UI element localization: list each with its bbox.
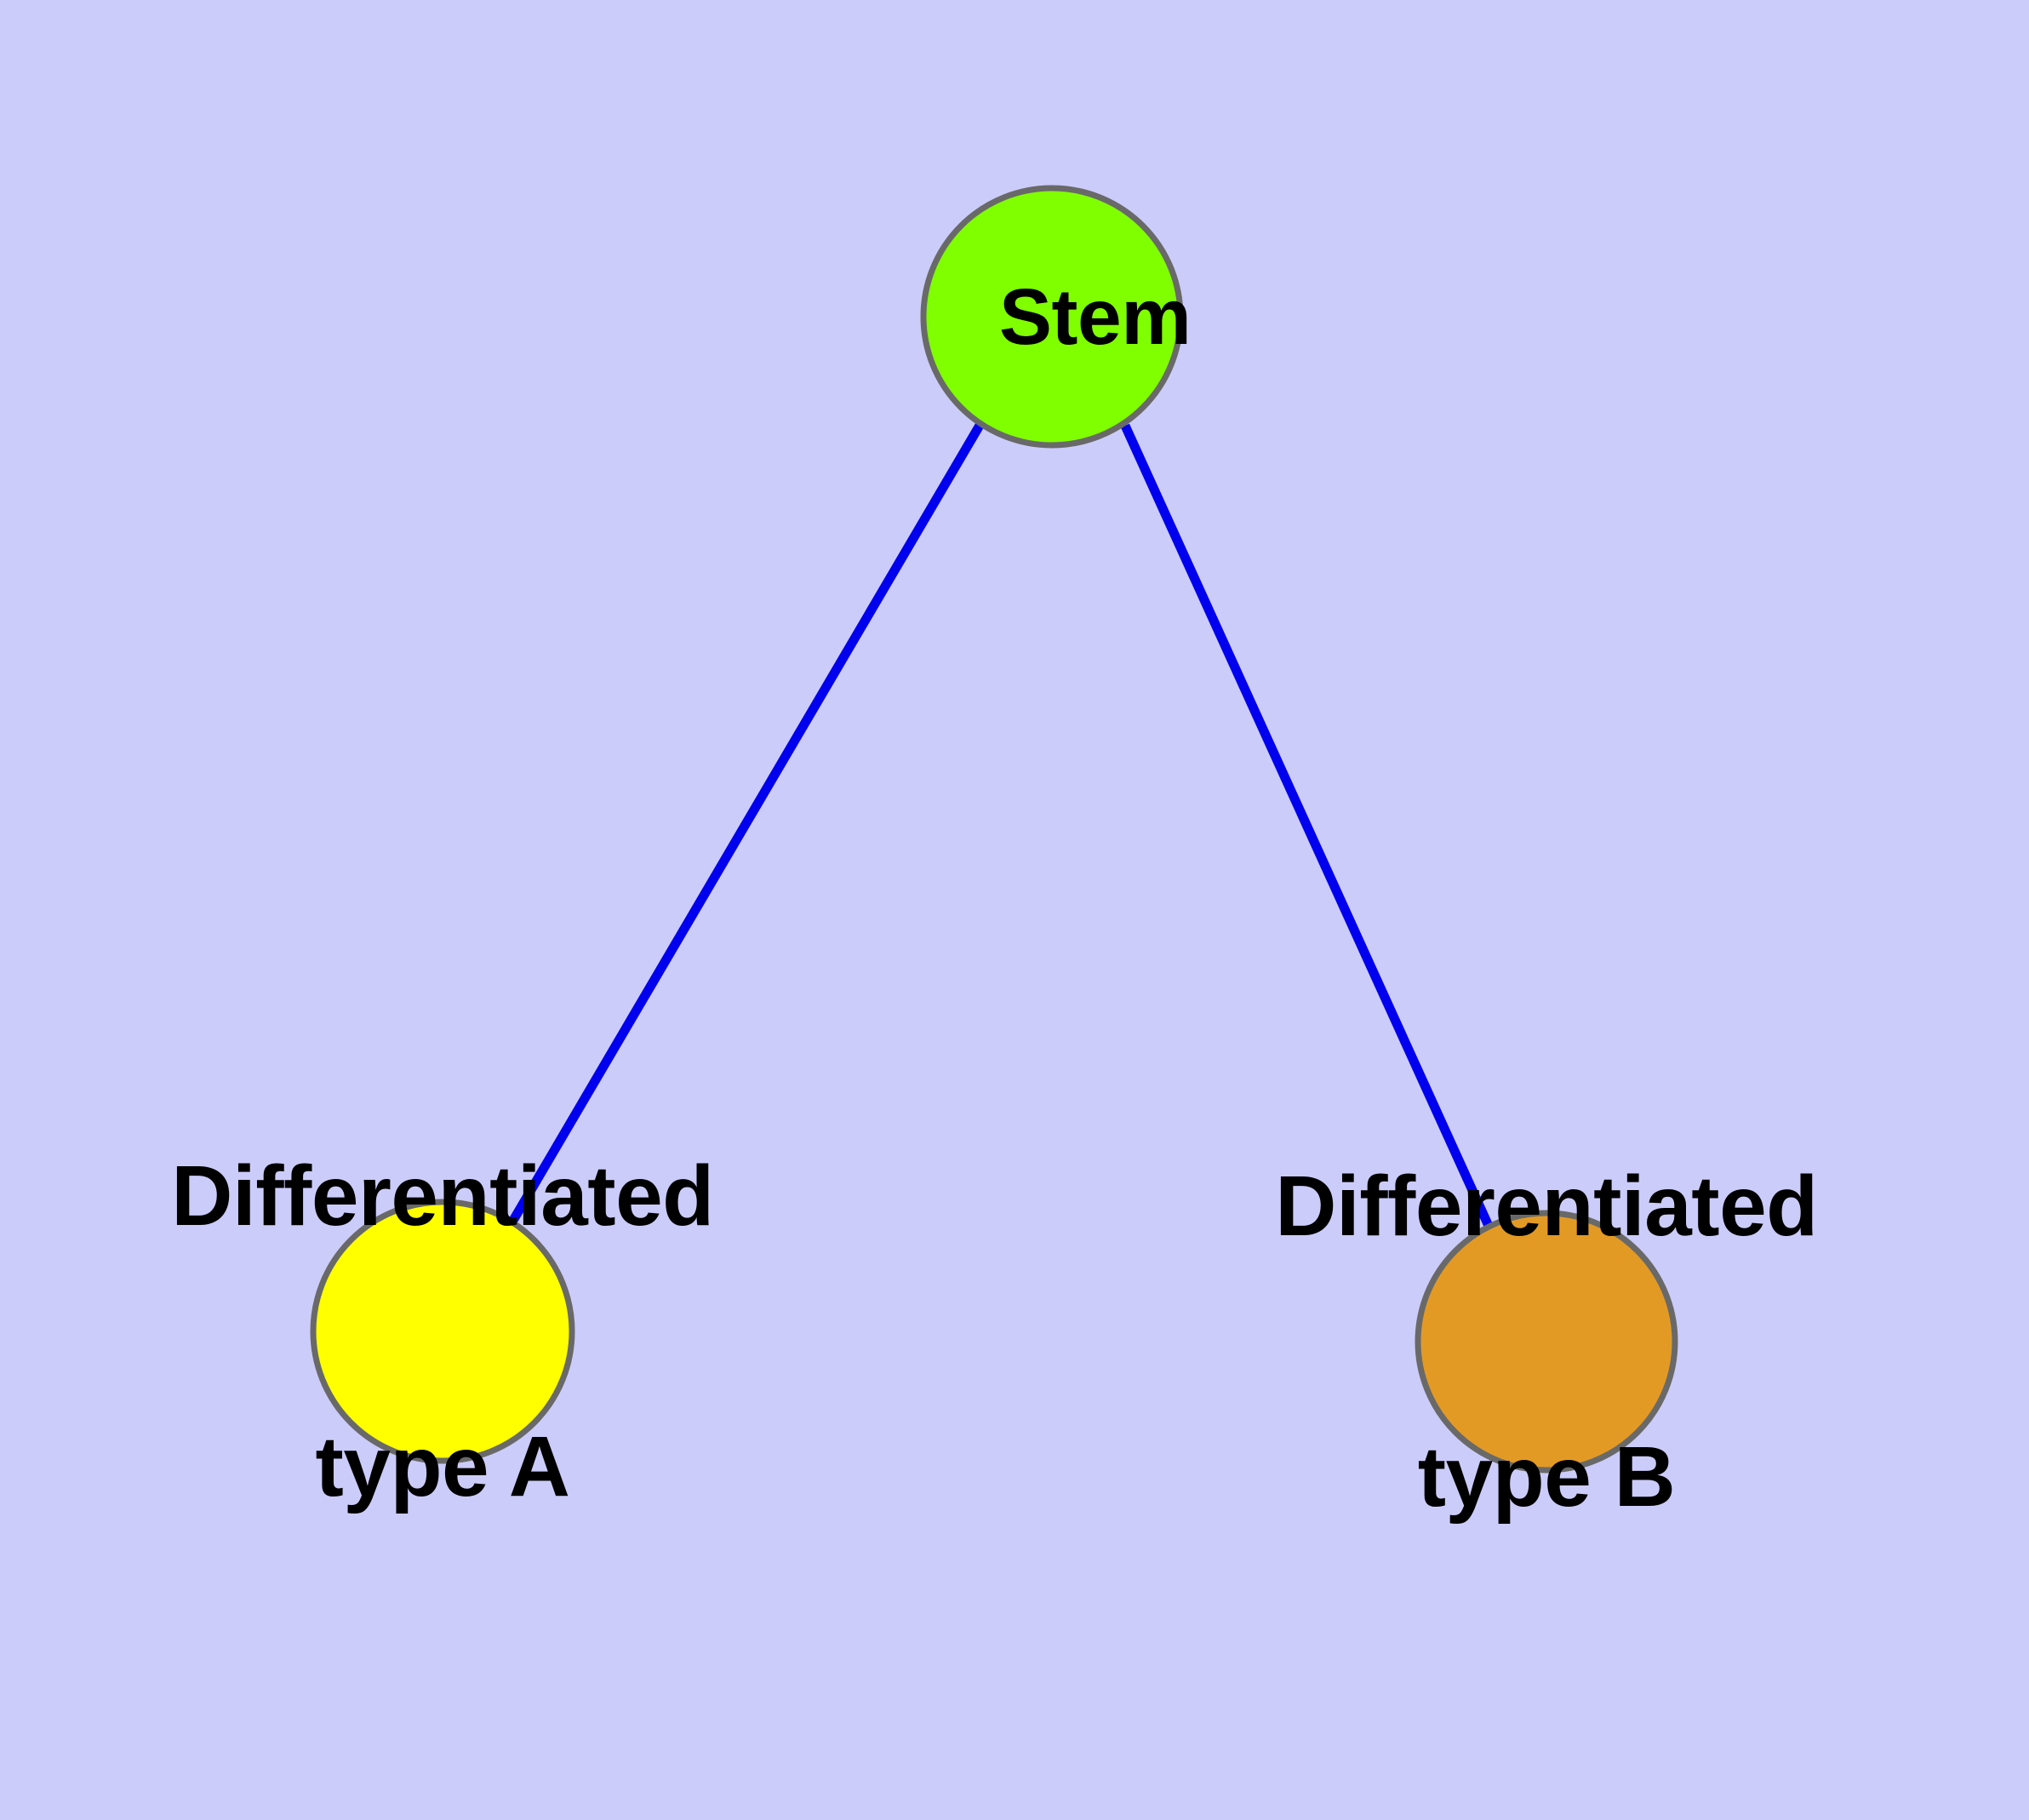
edges-group: [507, 421, 1494, 1228]
node-label-differentiated-type-a: Differentiated type A: [171, 970, 714, 1692]
node-label-type-b-line1: Differentiated: [1275, 1159, 1818, 1254]
node-label-type-a-line2: type A: [315, 1419, 570, 1514]
node-label-stem-line1: Stem: [998, 272, 1192, 361]
node-label-stem: Stem: [913, 191, 1192, 443]
node-label-type-b-line2: type B: [1417, 1429, 1676, 1525]
node-type_a[interactable]: [310, 1199, 575, 1464]
nodes-group: [310, 185, 1678, 1474]
edge-stem-to-type-a: [507, 421, 985, 1226]
node-label-differentiated-type-b: Differentiated type B: [1275, 981, 1818, 1703]
edge-stem-to-type-b: [1120, 423, 1494, 1228]
node-stem[interactable]: [920, 185, 1184, 449]
node-label-type-a-line1: Differentiated: [171, 1148, 714, 1244]
node-type_b[interactable]: [1415, 1210, 1678, 1474]
